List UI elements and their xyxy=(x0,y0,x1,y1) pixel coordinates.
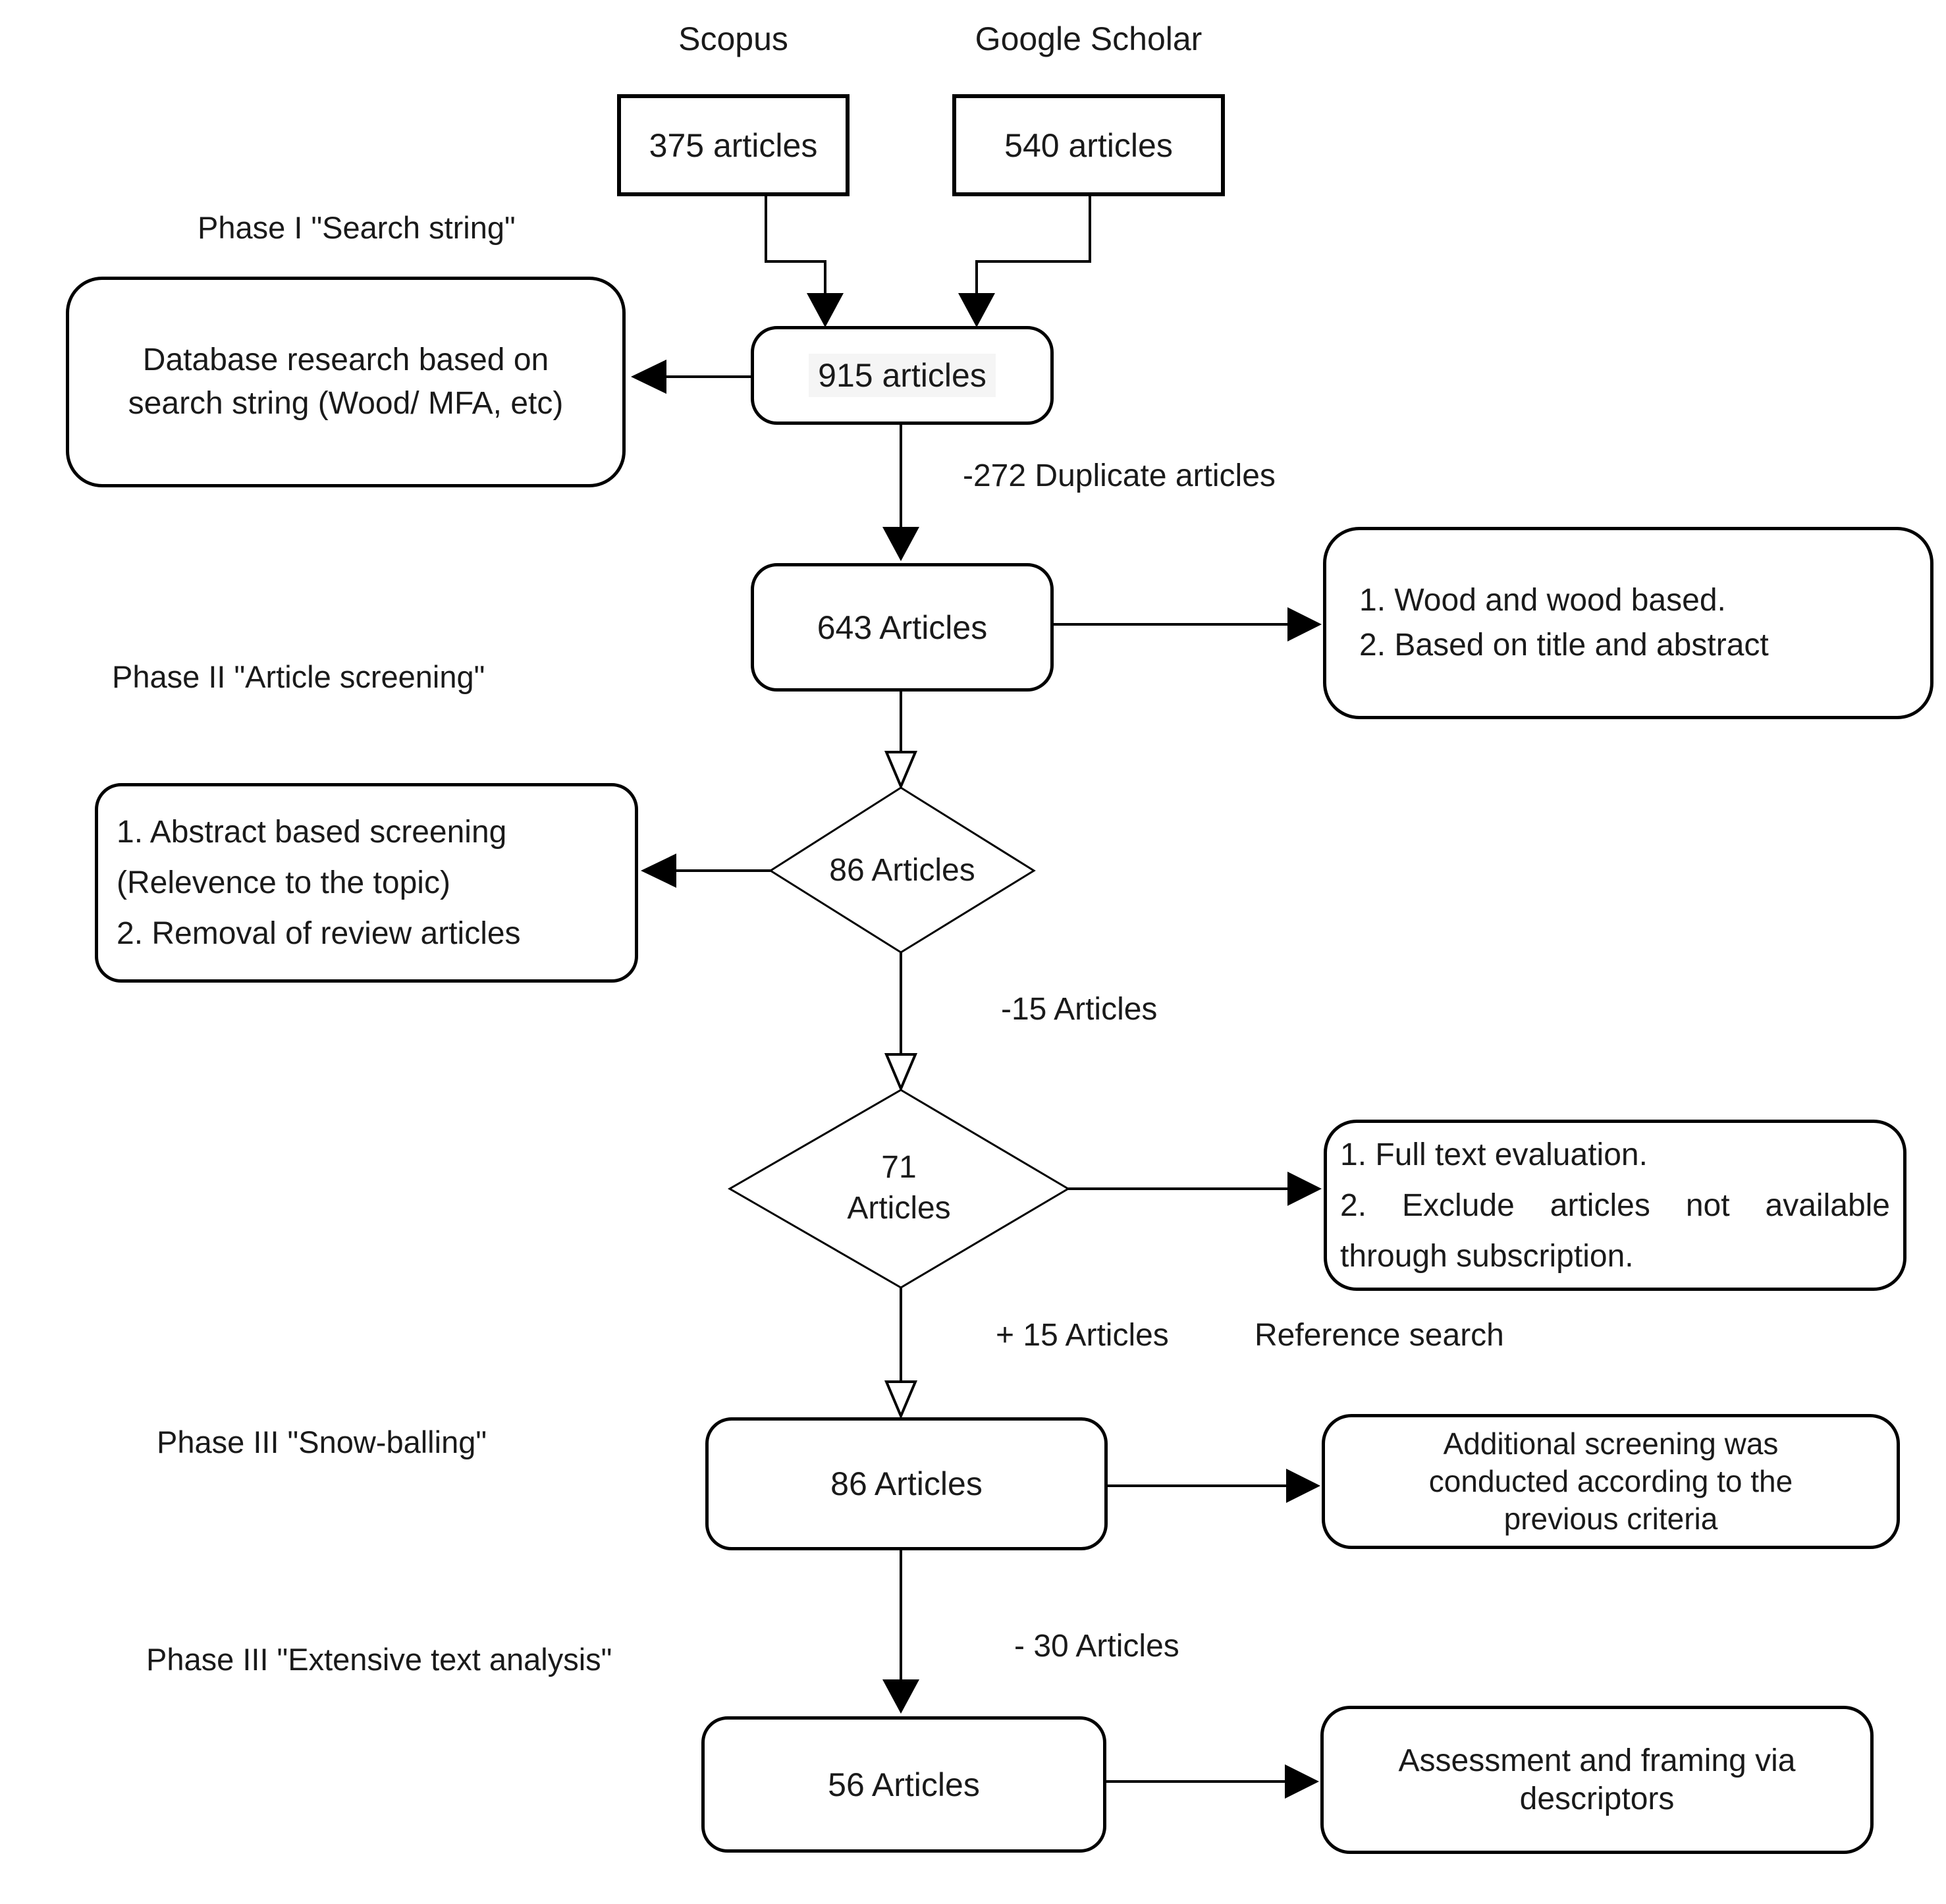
open-arrowhead-into-diamond71 xyxy=(884,1053,918,1093)
abstract-screening-line1: 1. Abstract based screening xyxy=(117,815,507,850)
arrowhead-into-56 xyxy=(882,1679,919,1714)
phase1-label: Phase I "Search string" xyxy=(198,210,516,245)
node-assessment: Assessment and framing via descriptors xyxy=(1320,1706,1874,1854)
node-snowball-86-articles: 86 Articles xyxy=(705,1417,1108,1550)
node-fulltext-evaluation: 1. Full text evaluation. 2. Exclude arti… xyxy=(1324,1120,1906,1291)
db-research-line2: search string (Wood/ MFA, etc) xyxy=(128,386,564,421)
arrowhead-into-915-left xyxy=(807,293,844,327)
assessment-line2: descriptors xyxy=(1519,1781,1675,1816)
db-research-line1: Database research based on xyxy=(142,342,549,377)
node-google-540-articles: 540 articles xyxy=(952,94,1225,196)
56-articles-text: 56 Articles xyxy=(828,1766,980,1803)
additional-screening-line3: previous criteria xyxy=(1503,1502,1718,1536)
additional-screening-line1: Additional screening was xyxy=(1443,1427,1779,1461)
scopus-count-text: 375 articles xyxy=(649,126,818,164)
diamond-86-shape xyxy=(769,786,1036,954)
node-wood-criteria: 1. Wood and wood based. 2. Based on titl… xyxy=(1323,527,1933,719)
fulltext-line1: 1. Full text evaluation. xyxy=(1340,1137,1648,1172)
open-arrowhead-into-snowball xyxy=(884,1380,918,1420)
scopus-label: Scopus xyxy=(678,20,788,57)
google-count-text: 540 articles xyxy=(1004,126,1173,164)
google-scholar-label: Google Scholar xyxy=(975,20,1203,57)
edge-google-to-915 xyxy=(975,196,1091,294)
arrowhead-into-fulltext xyxy=(1287,1172,1322,1206)
arrowhead-into-643 xyxy=(882,527,919,561)
fulltext-line2: 2. Exclude articles not available xyxy=(1340,1187,1890,1223)
edge-scopus-to-915 xyxy=(765,196,826,294)
assessment-line1: Assessment and framing via xyxy=(1398,1743,1796,1778)
abstract-screening-line2: (Relevence to the topic) xyxy=(117,865,450,900)
abstract-screening-line3: 2. Removal of review articles xyxy=(117,916,521,951)
915-articles-text: 915 articles xyxy=(809,354,996,397)
diamond-71-shape xyxy=(727,1089,1070,1289)
edge-label-duplicates: -272 Duplicate articles xyxy=(963,458,1276,493)
edge-label-reference-search: Reference search xyxy=(1255,1318,1504,1353)
additional-screening-line2: conducted according to the xyxy=(1428,1464,1793,1498)
node-915-articles: 915 articles xyxy=(751,326,1054,425)
phase2-label: Phase II "Article screening" xyxy=(112,659,485,694)
643-articles-text: 643 Articles xyxy=(817,609,988,646)
arrowhead-into-assessment xyxy=(1285,1764,1319,1799)
edge-label-minus-15: -15 Articles xyxy=(1001,992,1158,1027)
arrowhead-into-db xyxy=(631,360,666,394)
phase3-snowballing-label: Phase III "Snow-balling" xyxy=(157,1425,487,1459)
node-56-articles: 56 Articles xyxy=(701,1716,1106,1853)
edge-label-plus-15: + 15 Articles xyxy=(996,1318,1169,1353)
node-643-articles: 643 Articles xyxy=(751,563,1054,692)
node-scopus-375-articles: 375 articles xyxy=(617,94,850,196)
phase3-text-analysis-label: Phase III "Extensive text analysis" xyxy=(146,1642,612,1677)
node-abstract-screening: 1. Abstract based screening (Relevence t… xyxy=(95,783,638,983)
wood-criteria-line2: 2. Based on title and abstract xyxy=(1359,628,1769,663)
diamond-86-articles-text: 86 Articles xyxy=(829,853,975,888)
arrowhead-into-wood xyxy=(1287,607,1322,641)
node-additional-screening: Additional screening was conducted accor… xyxy=(1322,1414,1900,1549)
edge-label-minus-30: - 30 Articles xyxy=(1014,1629,1179,1664)
diamond-71-articles-text: 71 Articles xyxy=(734,1147,1064,1229)
arrowhead-into-additional xyxy=(1286,1469,1320,1503)
snowball-86-text: 86 Articles xyxy=(830,1465,983,1502)
wood-criteria-line1: 1. Wood and wood based. xyxy=(1359,583,1726,618)
diamond-71-line2: Articles xyxy=(847,1191,951,1226)
diamond-71-line1: 71 xyxy=(881,1150,917,1185)
arrowhead-into-915-right xyxy=(958,293,995,327)
node-database-research: Database research based on search string… xyxy=(66,277,626,487)
arrowhead-into-abstract xyxy=(641,854,676,888)
fulltext-line3: through subscription. xyxy=(1340,1238,1634,1274)
open-arrowhead-into-diamond86 xyxy=(884,751,918,790)
